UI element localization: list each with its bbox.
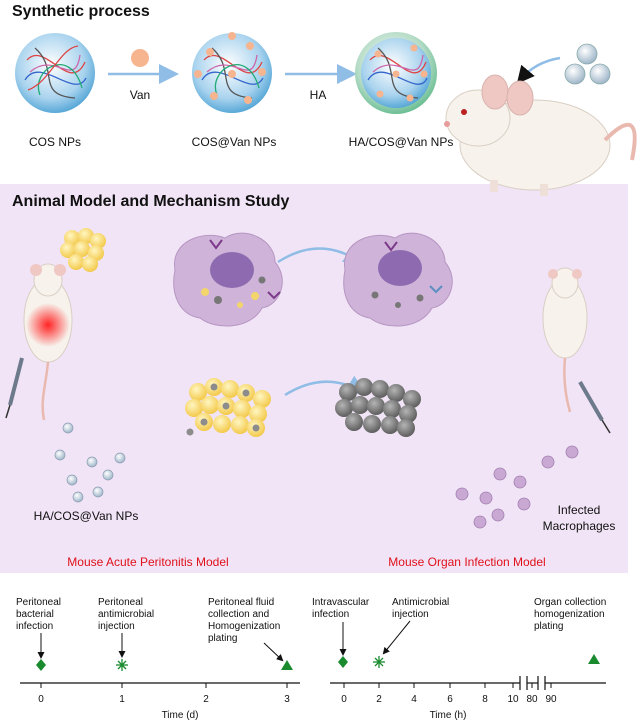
- event-right-0-line-1: infection: [312, 609, 349, 620]
- event-left-2-line-0: Peritoneal fluid: [208, 597, 274, 608]
- timeline-left-tick-label: 1: [119, 694, 125, 705]
- event-left-1-line-1: antimicrobial: [98, 609, 154, 620]
- mouse-peritonitis-model: [5, 263, 73, 421]
- synthesis-title: Synthetic process: [12, 3, 150, 20]
- event-left-0: Peritoneal bacterial infection: [16, 597, 61, 671]
- event-right-1-line-0: Antimicrobial: [392, 597, 449, 608]
- event-right-0: Intravascular infection: [312, 597, 370, 668]
- model-left-title: Mouse Acute Peritonitis Model: [67, 555, 228, 569]
- event-left-2-line-1: collection and: [208, 609, 269, 620]
- label-np-ha-cos-van: HA/COS@Van NPs: [34, 509, 139, 523]
- model-right-title: Mouse Organ Infection Model: [388, 555, 545, 569]
- cos-van-nanoparticle: [192, 32, 272, 113]
- infected-macrophage: [173, 232, 283, 327]
- event-right-2-line-0: Organ collection: [534, 597, 606, 608]
- timeline-right-tick-label: 90: [545, 694, 557, 705]
- event-left-0-line-0: Peritoneal: [16, 597, 61, 608]
- label-van: Van: [130, 88, 150, 102]
- label-macrophages: Macrophages: [543, 519, 616, 533]
- timeline-right-tick-label: 2: [376, 694, 382, 705]
- timeline-right-tick-label: 8: [482, 694, 488, 705]
- event-left-1-line-0: Peritoneal: [98, 597, 143, 608]
- van-molecule: [131, 49, 149, 67]
- marker-triangle: [281, 660, 293, 670]
- marker-starburst: [373, 656, 385, 668]
- event-right-2-line-1: homogenization: [534, 609, 605, 620]
- bacteria-cluster-with-nps: [185, 378, 271, 437]
- timeline-right-axis-label: Time (h): [430, 710, 467, 721]
- event-left-2: Peritoneal fluid collection and Homogeni…: [208, 597, 293, 670]
- label-ha-cos-van-nps: HA/COS@Van NPs: [349, 135, 454, 149]
- marker-triangle: [588, 654, 600, 664]
- axis-break-marks: [519, 676, 546, 690]
- np-cluster: [564, 43, 611, 85]
- timeline-right-tick-label: 4: [411, 694, 417, 705]
- event-right-0-line-0: Intravascular: [312, 597, 370, 608]
- event-right-1-line-1: injection: [392, 609, 429, 620]
- event-right-2-line-2: plating: [534, 621, 563, 632]
- timeline-right-tick-label: 0: [341, 694, 347, 705]
- mouse-organ-infection-model: [542, 267, 611, 434]
- event-left-0-line-2: infection: [16, 621, 53, 632]
- timeline-right-tick-label: 6: [447, 694, 453, 705]
- label-cos-van-nps: COS@Van NPs: [192, 135, 277, 149]
- event-left-1-line-2: injection: [98, 621, 135, 632]
- ha-cos-van-nanoparticle: [355, 32, 437, 114]
- timeline-right: 0 2 4 6 8 10 80 90 Time (h) Intravascular infec…: [312, 597, 606, 721]
- timeline-left: 0 1 2 3 Time (d) Peritoneal bacterial infec…: [16, 597, 300, 721]
- killed-bacteria-cluster: [335, 378, 421, 437]
- timeline-left-tick-label: 3: [284, 694, 290, 705]
- nanoparticle-scatter: [54, 422, 126, 503]
- label-infected: Infected: [558, 503, 601, 517]
- animal-study-title: Animal Model and Mechanism Study: [12, 193, 289, 210]
- bacteria-cluster-small: [60, 228, 106, 272]
- marker-starburst: [116, 659, 128, 671]
- event-left-1: Peritoneal antimicrobial injection: [98, 597, 154, 671]
- event-right-1: Antimicrobial injection: [373, 597, 449, 668]
- timeline-left-axis-label: Time (d): [162, 710, 199, 721]
- label-cos-nps: COS NPs: [29, 135, 81, 149]
- np-dots-on-cluster: [186, 383, 260, 436]
- timeline-left-tick-label: 2: [203, 694, 209, 705]
- cos-nanoparticle: [15, 33, 95, 113]
- timeline-left-tick-label: 0: [38, 694, 44, 705]
- mouse-injection-illustration: [444, 43, 637, 196]
- event-left-2-line-2: Homogenization: [208, 621, 280, 632]
- macrophage-scatter: [455, 445, 579, 529]
- timeline-right-tick-label: 10: [507, 694, 519, 705]
- timeline-right-tick-label: 80: [526, 694, 538, 705]
- treated-macrophage: [343, 232, 453, 327]
- event-right-2: Organ collection homogenization plating: [534, 597, 606, 664]
- event-left-0-line-1: bacterial: [16, 609, 54, 620]
- event-left-2-line-3: plating: [208, 633, 237, 644]
- label-ha: HA: [310, 88, 327, 102]
- marker-diamond: [338, 656, 348, 668]
- marker-diamond: [36, 659, 46, 671]
